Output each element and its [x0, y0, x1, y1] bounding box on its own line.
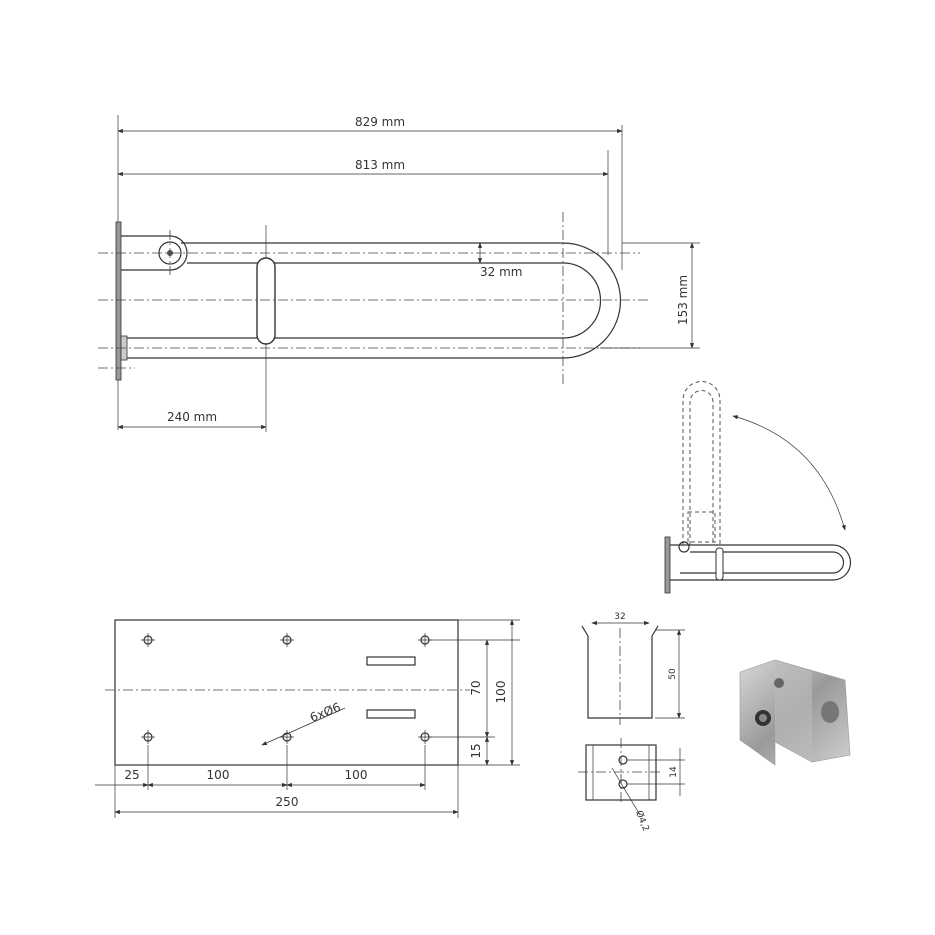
dim-bracket-width: 32	[614, 612, 625, 622]
dim-hole-diameter: Ø4,2	[633, 809, 651, 833]
raised-position	[682, 381, 721, 545]
dim-height: 153 mm	[676, 275, 690, 325]
dim-edge-offset: 25	[124, 768, 139, 782]
wall-plate-view: 6xØ6 25 100 100 250 70 100 15	[95, 619, 520, 818]
grab-bar-side-view: 829 mm 813 mm 32 mm 153 mm 240 mm	[98, 115, 700, 432]
dim-hole-spacing-1: 100	[207, 768, 230, 782]
wall-plate-edge	[115, 221, 122, 381]
dim-holes: 6xØ6	[308, 700, 343, 725]
lowered-position	[670, 544, 852, 581]
slot	[366, 709, 416, 719]
dim-overall-length: 829 mm	[355, 115, 405, 129]
mounting-holes	[141, 633, 432, 744]
dim-tube-diameter: 32 mm	[480, 265, 522, 279]
dim-hole-distance: 70	[469, 680, 483, 695]
folding-illustration	[664, 381, 852, 594]
hinge-bracket	[121, 235, 188, 271]
dim-hole-spacing: 14	[669, 766, 679, 778]
dim-plate-height: 100	[494, 681, 508, 704]
slot	[366, 656, 416, 666]
dim-plate-width: 250	[276, 795, 299, 809]
tube-inner	[126, 262, 602, 339]
dim-grip-offset: 240 mm	[167, 410, 217, 424]
dim-bracket-height: 50	[668, 668, 678, 680]
dim-tube-length: 813 mm	[355, 158, 405, 172]
tube-outer	[121, 242, 622, 359]
wall-plate	[114, 619, 459, 766]
bracket-view: 32 50 14 Ø4,2	[578, 612, 685, 833]
rotation-arrow-icon	[732, 415, 846, 531]
dim-bottom-offset: 15	[469, 743, 483, 758]
grip-sleeve	[256, 257, 276, 345]
bracket-photo	[739, 659, 851, 766]
bracket-hole	[618, 755, 628, 765]
bracket-top	[585, 744, 657, 801]
dim-hole-spacing-2: 100	[345, 768, 368, 782]
